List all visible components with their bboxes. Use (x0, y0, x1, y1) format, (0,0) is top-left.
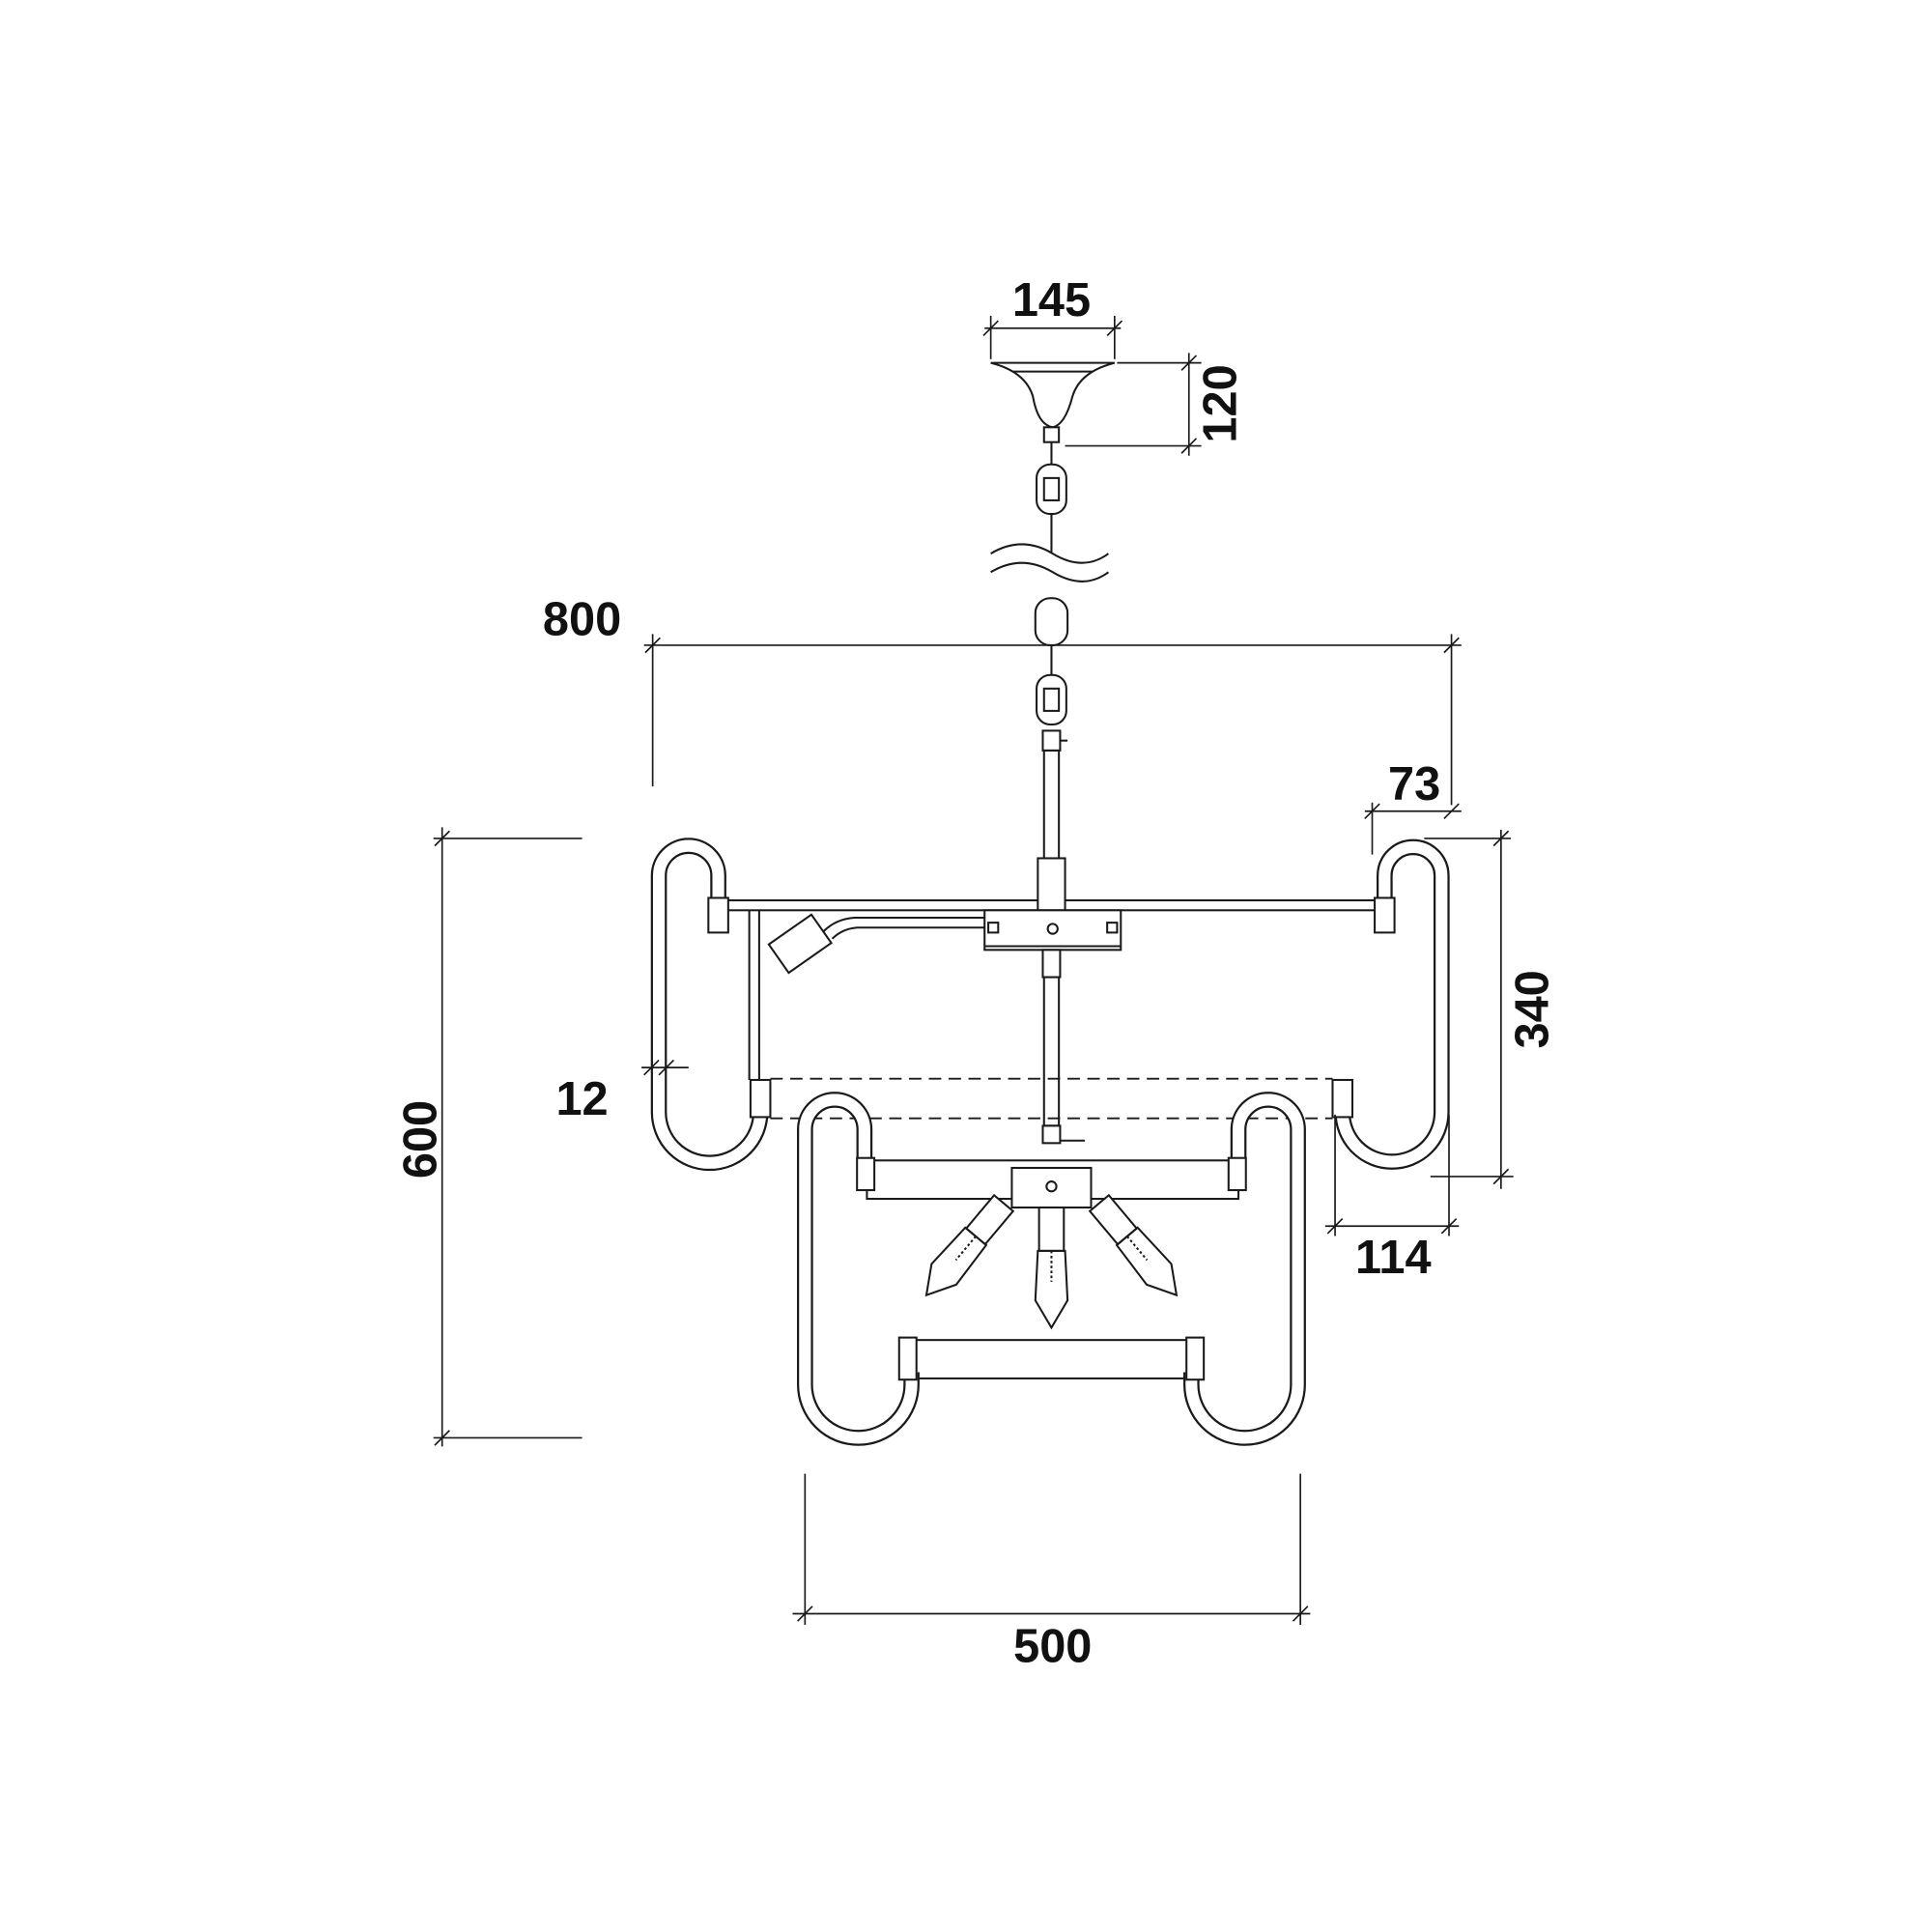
upper-tier (650, 838, 1450, 1172)
dimension-label: 340 (1507, 970, 1559, 1048)
dimension-label: 114 (1355, 1232, 1432, 1284)
dimension-tube-diameter: 12 (555, 1059, 689, 1125)
dimension-canopy-width: 145 (982, 274, 1123, 359)
dimension-label: 120 (1194, 364, 1246, 442)
dimension-label: 800 (543, 594, 621, 646)
dimension-canopy-height: 120 (1065, 353, 1246, 456)
dimension-label: 12 (555, 1073, 608, 1125)
dimension-label: 600 (394, 1100, 446, 1179)
dimension-arm-top: 73 (1364, 758, 1462, 855)
dimension-upper-height: 340 (1424, 829, 1559, 1189)
dimension-label: 500 (1013, 1621, 1092, 1673)
chain (990, 441, 1110, 861)
lower-tier (797, 1092, 1306, 1446)
dimension-arm-bottom: 114 (1324, 1114, 1460, 1284)
dimension-overall-width: 800 (543, 594, 1462, 806)
ceiling-canopy (990, 361, 1116, 443)
light-bulb (1034, 1206, 1069, 1330)
dimension-label: 73 (1388, 758, 1440, 810)
light-bulb (924, 1193, 1015, 1297)
dimension-lower-width: 500 (792, 1473, 1311, 1673)
dimension-label: 145 (1012, 274, 1091, 327)
dimension-overall-height: 600 (394, 827, 582, 1447)
light-bulb (1088, 1193, 1179, 1297)
